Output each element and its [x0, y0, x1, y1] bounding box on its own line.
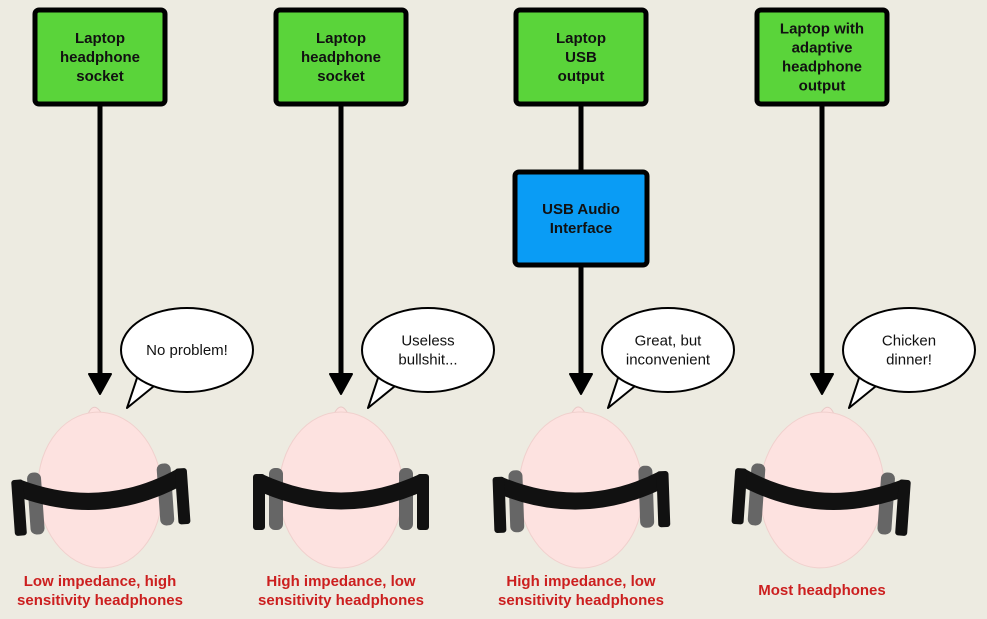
- laptop-source-label: Laptop with: [780, 21, 864, 38]
- speech-bubble-seam: [381, 374, 401, 386]
- speech-bubble-seam: [140, 374, 160, 386]
- setup-column-4: Laptop with adaptive headphone outputChicke…: [731, 7, 976, 599]
- laptop-source-box: [273, 7, 409, 107]
- speech-bubble: [361, 307, 495, 393]
- headphone-type-caption: High impedance, low: [506, 573, 656, 590]
- left-band-end: [731, 468, 748, 525]
- head-with-headphones: [253, 406, 429, 569]
- setup-column-1: Laptop headphone socket No problem! Low impe…: [11, 7, 254, 609]
- speech-text: No problem!: [146, 342, 228, 359]
- right-band-end: [895, 479, 911, 536]
- headphone-type-caption: Most headphones: [758, 582, 886, 599]
- headband: [14, 468, 186, 510]
- headphone-type-caption: High impedance, low: [266, 573, 416, 590]
- headphone-type-caption: sensitivity headphones: [17, 592, 183, 609]
- speech-text: Great, but: [635, 333, 703, 350]
- headband: [255, 474, 427, 510]
- usb-audio-interface-label: USB Audio: [542, 201, 620, 218]
- laptop-source-box: [754, 7, 890, 107]
- right-band-end: [656, 471, 671, 528]
- laptop-source-label: Laptop: [75, 30, 125, 47]
- headphone-type-caption: sensitivity headphones: [498, 592, 664, 609]
- laptop-source-box: [32, 7, 168, 107]
- laptop-source-label: output: [558, 68, 605, 85]
- speech-bubble: [120, 307, 254, 393]
- headphone-type-caption: Low impedance, high: [24, 573, 177, 590]
- head-with-headphones: [11, 406, 191, 569]
- left-band-end: [11, 479, 27, 536]
- speech-text: Useless: [401, 333, 454, 350]
- laptop-source-box: [513, 7, 649, 107]
- headband: [736, 468, 908, 510]
- usb-audio-interface-label: Interface: [550, 220, 613, 237]
- left-band-end: [253, 474, 265, 530]
- laptop-source-label: headphone: [60, 49, 140, 66]
- speech-text: inconvenient: [626, 352, 711, 369]
- arrowhead: [329, 373, 353, 395]
- speech-bubble-seam: [862, 374, 882, 386]
- speech-text: Chicken: [882, 333, 936, 350]
- arrowhead: [569, 373, 593, 395]
- right-band-end: [417, 474, 429, 530]
- head-with-headphones: [731, 406, 911, 569]
- head-with-headphones: [492, 406, 671, 569]
- laptop-source-label: socket: [317, 68, 365, 85]
- speech-bubble: [601, 307, 735, 393]
- speech-bubble: [842, 307, 976, 393]
- headband: [495, 471, 667, 510]
- laptop-source-label: Laptop: [316, 30, 366, 47]
- left-band-end: [492, 476, 507, 533]
- laptop-source-label: headphone: [782, 59, 862, 76]
- speech-text: bullshit...: [398, 352, 457, 369]
- laptop-source-label: headphone: [301, 49, 381, 66]
- usb-audio-interface-box: [512, 169, 650, 268]
- laptop-source-label: Laptop: [556, 30, 606, 47]
- speech-bubble-seam: [621, 374, 641, 386]
- laptop-source-label: output: [799, 78, 846, 95]
- headphone-type-caption: sensitivity headphones: [258, 592, 424, 609]
- right-band-end: [174, 468, 191, 525]
- arrowhead: [810, 373, 834, 395]
- laptop-source-label: adaptive: [792, 40, 853, 57]
- speech-text: dinner!: [886, 352, 932, 369]
- laptop-source-label: socket: [76, 68, 124, 85]
- laptop-source-label: USB: [565, 49, 597, 66]
- arrowhead: [88, 373, 112, 395]
